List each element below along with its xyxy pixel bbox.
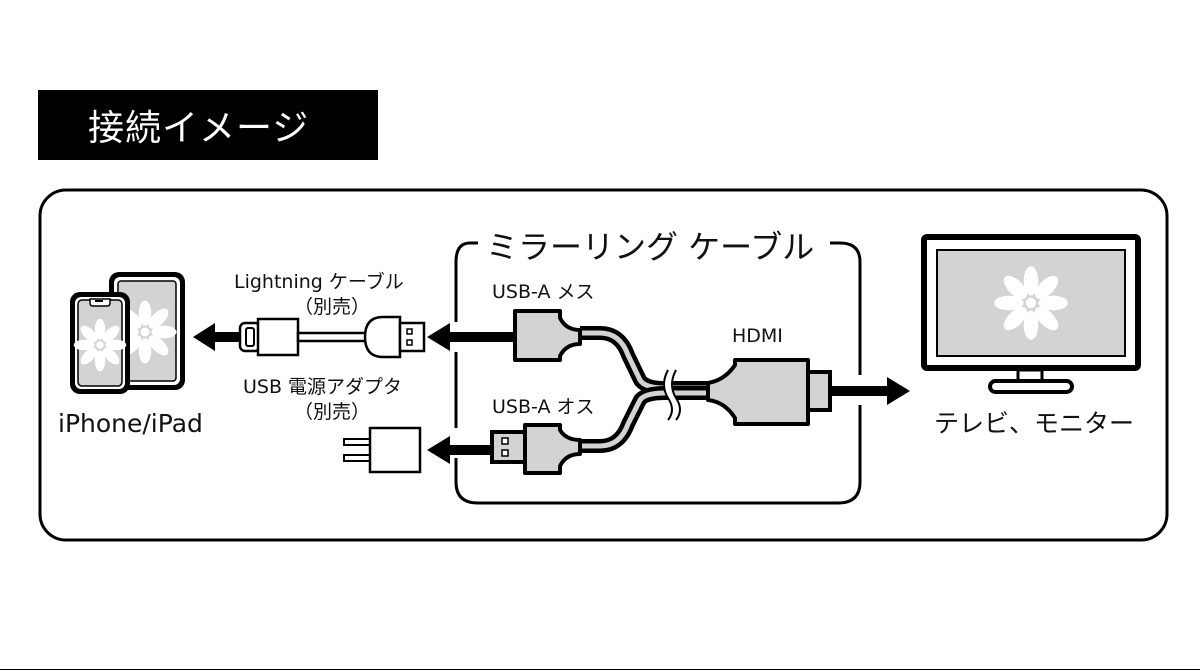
usb-adapter-label: USB 電源アダプタ	[243, 376, 402, 398]
usb-a-female-label: USB-A メス	[492, 281, 594, 303]
arrow-to-usb-adapter	[427, 436, 495, 464]
title-banner: 接続イメージ	[38, 90, 378, 160]
usb-a-female-connector	[513, 309, 582, 362]
usb-a-male-label: USB-A オス	[492, 396, 594, 418]
lightning-cable-note: （別売）	[294, 296, 370, 318]
title-text: 接続イメージ	[88, 108, 310, 149]
usb-a-male-connector	[490, 423, 582, 475]
cable-group-bracket	[454, 241, 862, 505]
lightning-cable-icon	[238, 315, 426, 359]
cable-break-mark	[663, 369, 681, 421]
lightning-cable-label: Lightning ケーブル	[234, 270, 404, 293]
arrow-to-tv	[830, 377, 910, 405]
usb-power-adapter-icon	[343, 426, 422, 474]
arrow-to-lightning-cable	[427, 323, 515, 351]
target-device-label: テレビ、モニター	[934, 409, 1134, 438]
hdmi-connector	[706, 358, 832, 426]
cable-group-label: ミラーリング ケーブル	[486, 228, 814, 266]
tv-monitor-icon	[921, 234, 1141, 394]
hdmi-label: HDMI	[732, 325, 783, 347]
outer-frame	[38, 188, 1169, 542]
iphone-ipad-icon	[70, 272, 185, 394]
usb-adapter-note: （別売）	[294, 401, 370, 423]
split-cable	[580, 326, 712, 453]
arrow-to-iphone	[193, 323, 245, 351]
source-device-label: iPhone/iPad	[58, 409, 203, 438]
